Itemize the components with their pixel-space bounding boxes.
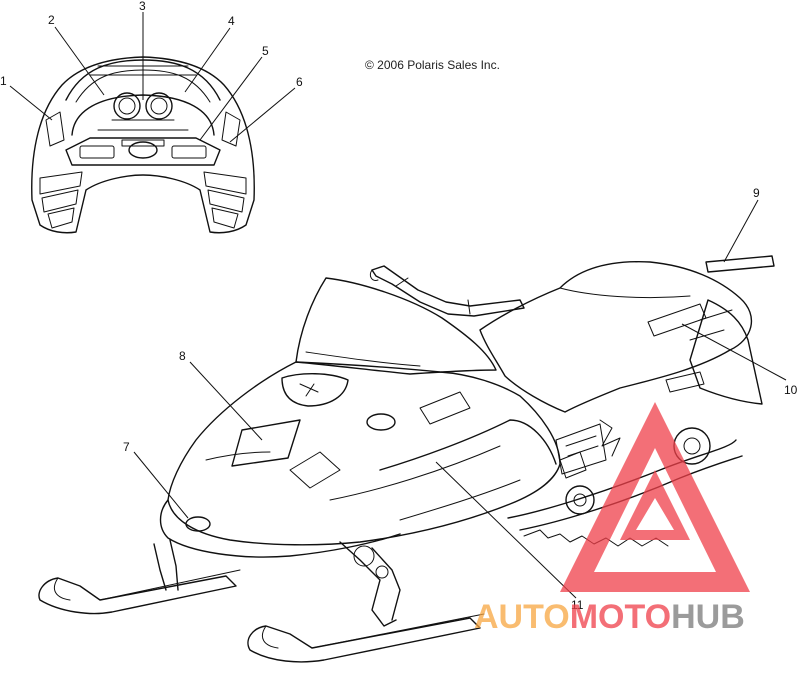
callout-6: 6	[296, 75, 303, 89]
leader-1	[9, 85, 53, 121]
callout-9: 9	[753, 186, 760, 200]
callout-7: 7	[123, 440, 130, 454]
leader-11	[435, 461, 577, 599]
leader-6	[229, 87, 296, 143]
automotohub-watermark: AUTOMOTOHUB	[474, 402, 750, 636]
callout-5: 5	[262, 44, 269, 58]
callout-3: 3	[139, 0, 146, 13]
leader-2	[54, 26, 105, 96]
watermark-triangle-logo	[560, 402, 750, 592]
callout-4: 4	[228, 14, 235, 28]
callout-1: 1	[0, 74, 7, 88]
leader-10	[681, 323, 787, 381]
leader-7	[133, 451, 189, 519]
leader-5	[199, 56, 263, 141]
copyright-text: © 2006 Polaris Sales Inc.	[365, 58, 500, 72]
callout-11: 11	[571, 598, 584, 612]
main-leaders	[133, 199, 787, 599]
inset-leaders	[9, 12, 296, 143]
leader-8	[189, 361, 263, 441]
snowmobile-drawing	[38, 255, 775, 663]
callout-8: 8	[179, 349, 186, 363]
callout-10: 10	[784, 383, 798, 397]
watermark-text: AUTOMOTOHUB	[474, 598, 745, 636]
leader-9	[723, 199, 759, 263]
callout-2: 2	[48, 13, 55, 27]
callout-labels: 1 2 3 4 5 6 7 8 9 10 11	[0, 0, 798, 612]
leader-4	[184, 27, 231, 93]
